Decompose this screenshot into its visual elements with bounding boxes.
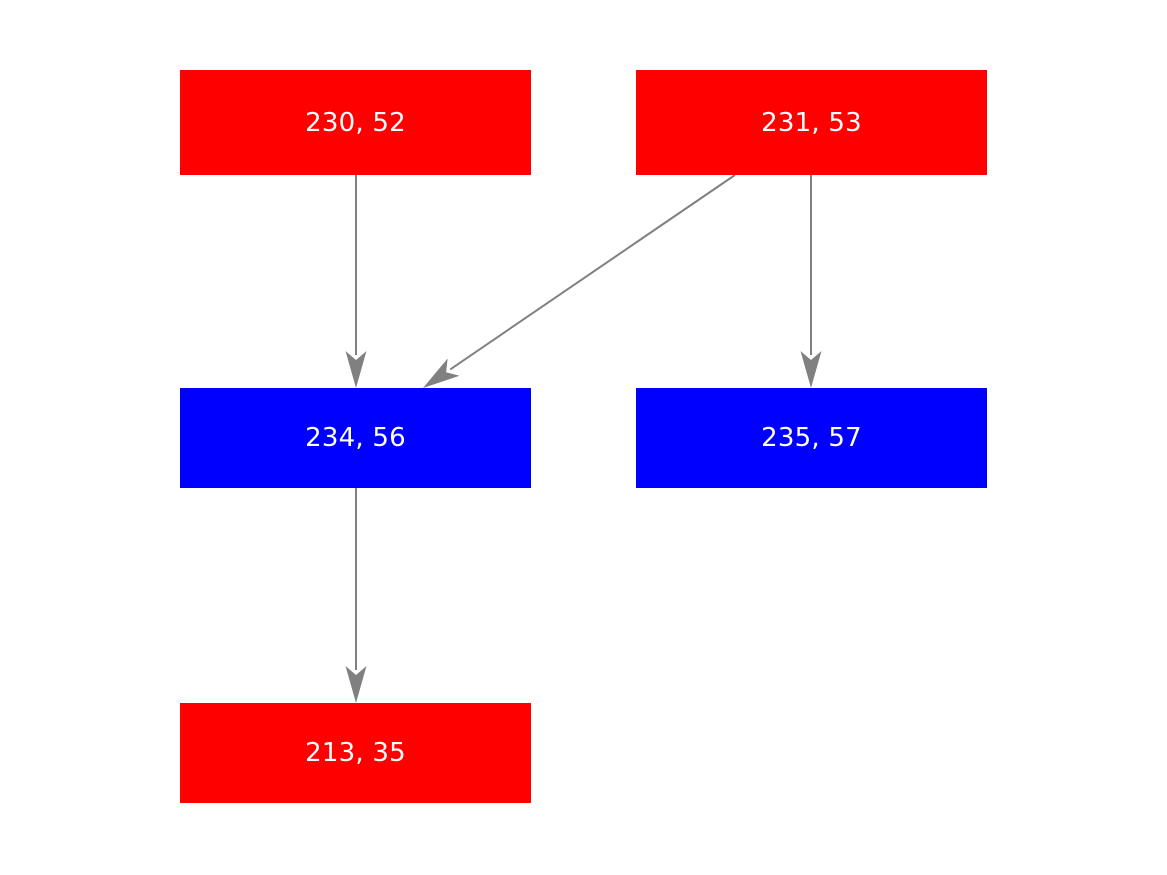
graph-node[interactable]: 235, 57 [636, 388, 987, 488]
graph-node[interactable]: 234, 56 [180, 388, 531, 488]
graph-node[interactable]: 230, 52 [180, 70, 531, 175]
edge-arrowhead [423, 358, 460, 388]
graph-node[interactable]: 231, 53 [636, 70, 987, 175]
edge-arrowhead [345, 666, 367, 703]
edge-arrowhead [345, 351, 367, 388]
edge-line [449, 174, 736, 371]
node-label: 235, 57 [761, 423, 862, 453]
graph-node[interactable]: 213, 35 [180, 703, 531, 803]
node-label: 213, 35 [305, 738, 406, 768]
node-label: 231, 53 [761, 107, 862, 138]
edge-arrowhead [800, 351, 822, 388]
node-label: 234, 56 [305, 423, 406, 453]
node-label: 230, 52 [305, 107, 406, 138]
